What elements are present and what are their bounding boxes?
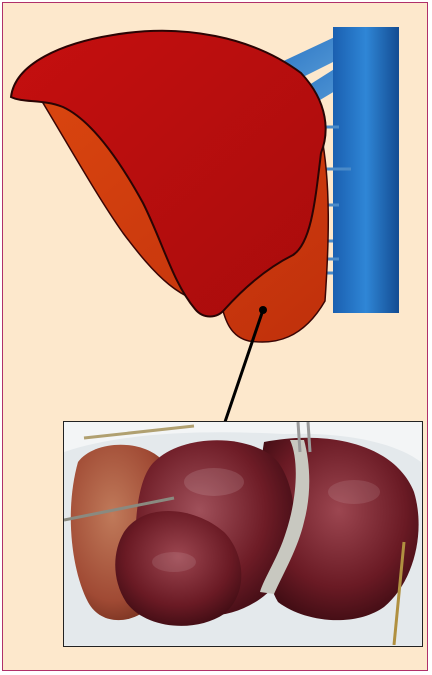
figure-panel — [2, 2, 428, 671]
liver-specimen-photo — [63, 421, 423, 647]
vena-cava — [321, 27, 399, 313]
